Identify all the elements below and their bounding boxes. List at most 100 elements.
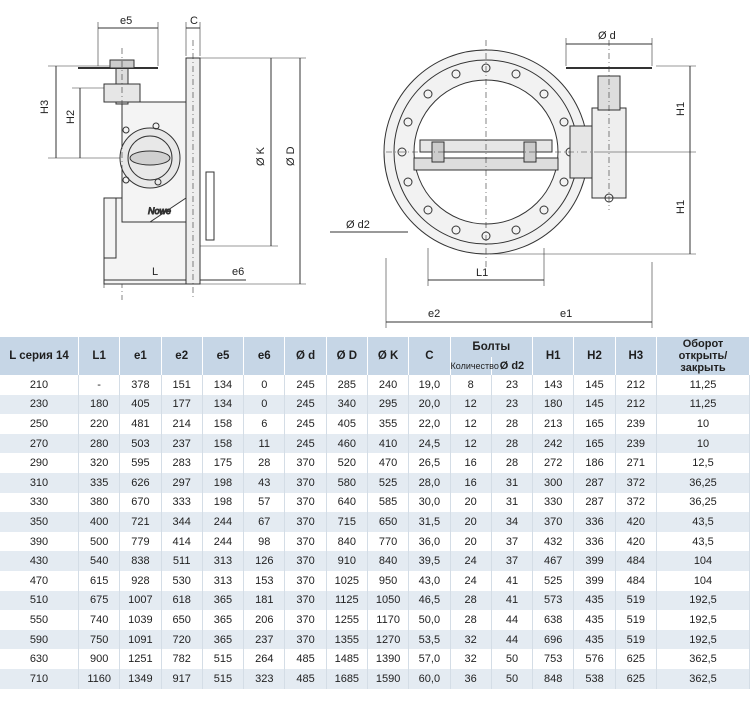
label-Od: Ø d [598,30,616,42]
table-cell: 245 [284,375,327,395]
table-cell: 1050 [367,590,410,611]
table-cell: 28 [491,433,534,454]
table-cell: 840 [326,531,368,552]
table-cell: 350 [0,512,79,532]
table-cell: 295 [367,394,410,415]
table-cell: 740 [78,610,121,630]
table-cell: 1170 [367,610,410,630]
table-cell: 36,25 [656,472,750,493]
table-subheader-row: Количество Ø d2 [0,357,750,375]
table-cell: 26,5 [408,453,451,473]
table-cell: 240 [367,375,410,395]
header-C: C [408,337,451,375]
table-cell: 186 [573,453,616,473]
table-cell: 625 [615,649,658,669]
table-cell: 1007 [119,590,162,611]
table-cell: 410 [367,433,410,454]
table-cell: 370 [284,453,327,473]
table-cell: 330 [0,492,79,513]
table-cell: 126 [243,551,286,571]
label-H3: H3 [39,100,51,114]
table-cell: 39,5 [408,551,451,571]
table-cell: 638 [532,610,575,630]
table-cell: 372 [615,472,658,493]
table-cell: 23 [491,375,534,395]
table-cell: 710 [0,668,79,689]
table-cell: 1270 [367,629,410,650]
table-cell: 420 [615,512,658,532]
label-L1: L1 [476,267,488,279]
table-cell: 576 [573,649,616,669]
table-cell: 28 [491,453,534,473]
table-cell: 675 [78,590,121,611]
header-e1: e1 [119,337,162,375]
table-cell: 244 [202,512,245,532]
table-cell: 313 [202,570,245,591]
header-turns: Оборот открыть/закрыть [656,337,750,375]
table-cell: 12 [450,433,492,454]
table-cell: 239 [615,433,658,454]
header-L1: L1 [78,337,121,375]
table-cell: 378 [119,375,162,395]
label-e1: e1 [560,308,572,320]
table-cell: 210 [0,375,79,395]
header-H2: H2 [573,337,616,375]
table-cell: 0 [243,394,286,415]
table-cell: 11,25 [656,394,750,415]
table-cell: 46,5 [408,590,451,611]
table-cell: 370 [532,512,575,532]
table-cell: 290 [0,453,79,473]
table-cell: 330 [532,492,575,513]
table-cell: 165 [573,414,616,434]
label-C: C [190,15,198,27]
table-cell: 245 [284,394,327,415]
table-cell: 31 [491,492,534,513]
table-cell: 595 [119,453,162,473]
table-cell: 460 [326,433,368,454]
table-cell: 630 [0,649,79,669]
table-cell: 206 [243,610,286,630]
table-cell: 370 [284,551,327,571]
table-cell: 432 [532,531,575,552]
table-cell: 515 [202,668,245,689]
table-cell: 287 [573,472,616,493]
table-cell: 28 [450,590,492,611]
table-cell: 10 [656,414,750,434]
table-cell: 242 [532,433,575,454]
table-cell: 430 [0,551,79,571]
table-cell: 300 [532,472,575,493]
table-cell: 336 [573,531,616,552]
table-cell: 134 [202,375,245,395]
table-cell: 435 [573,590,616,611]
table-cell: 721 [119,512,162,532]
table-cell: 355 [367,414,410,434]
table-cell: 917 [161,668,203,689]
dimensions-table: L серия 14 L1 e1 e2 e5 e6 Ø d Ø D Ø K C … [0,337,750,689]
table-cell: 244 [202,531,245,552]
table-cell: 1160 [78,668,121,689]
table-cell: 31 [491,472,534,493]
table-cell: 20 [450,492,492,513]
table-cell: 399 [573,570,616,591]
table-cell: 370 [284,512,327,532]
table-cell: 390 [0,531,79,552]
table-cell: - [78,375,121,395]
table-cell: 435 [573,629,616,650]
table-cell: 44 [491,610,534,630]
table-cell: 380 [78,492,121,513]
table-cell: 153 [243,570,286,591]
table-cell: 753 [532,649,575,669]
table-cell: 362,5 [656,668,750,689]
table-cell: 370 [284,590,327,611]
side-view: Nowe [48,22,306,300]
table-cell: 212 [615,375,658,395]
table-cell: 370 [284,629,327,650]
table-cell: 192,5 [656,610,750,630]
table-cell: 573 [532,590,575,611]
header-e6: e6 [243,337,286,375]
table-cell: 180 [78,394,121,415]
table-cell: 540 [78,551,121,571]
header-bolts: Болты [450,337,534,357]
